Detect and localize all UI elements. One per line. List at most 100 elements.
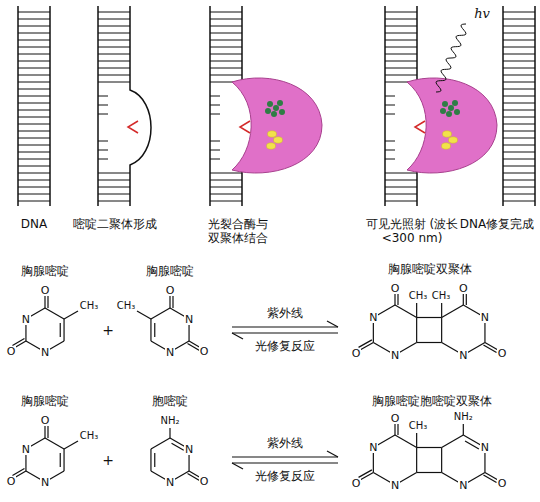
atom-label: O [40,415,51,426]
atom-label: CH₃ [116,301,137,311]
bond-line [359,340,372,348]
base-pair-rung [210,54,242,55]
atom-label: O [6,346,17,357]
ring-bond [150,319,151,341]
stage-caption: 光裂合酶与 双聚体结合 [188,218,288,246]
base-pair-rung [503,19,535,20]
pyrimidine-ring [373,305,416,355]
ring-bond [417,447,442,448]
ring-bond [45,308,64,319]
base-pair-rung [18,54,50,55]
atom-label: O [40,285,51,296]
base-stub [385,141,395,142]
atom-label: O [199,346,210,357]
atom-label: O [497,348,508,359]
base-pair-rung [503,117,535,118]
cofactor-green [277,100,283,106]
cyclobutane-ring [417,318,442,343]
base-pair-rung [98,54,130,55]
base-pair-rung [385,201,417,202]
base-pair-rung [98,173,130,174]
base-pair-rung [18,26,50,27]
stage-caption: 嘧啶二聚体形成 [73,218,157,232]
ring-bond [441,448,442,473]
base-pair-rung [503,201,535,202]
pyrimidine-ring [26,308,64,352]
pyrimidine-ring [442,305,485,355]
substituent-bond [441,303,442,318]
bond-line [483,475,496,483]
base-pair-rung [503,124,535,125]
dna-ladder [385,6,497,206]
ring-bond [442,435,464,448]
base-pair-rung [503,82,535,83]
dna-ladder [98,6,151,206]
atom-label: N [458,350,468,361]
atom-label: N [40,477,50,488]
base-stub [385,105,395,106]
light-wave [436,24,466,92]
bond-line [394,294,395,305]
base-pair-rung [18,159,50,160]
compound-name: 胞嘧啶 [152,395,188,409]
atom-label: NH₂ [159,416,180,426]
ring-bond [395,435,417,448]
atom-label: N [480,442,490,453]
base-pair-rung [503,75,535,76]
base-pair-rung [503,145,535,146]
dna-ladder [210,6,322,206]
compound-name: 胸腺嘧啶 [146,265,194,279]
base-pair-rung [385,33,417,34]
base-stub [98,96,108,97]
photolyase-enzyme [407,78,497,173]
base-pair-rung [385,61,417,62]
pyrimidine-dimer [128,121,138,133]
base-pair-rung [210,75,242,76]
base-pair-rung [18,33,50,34]
cofactor-green [440,108,446,114]
substituent-bond [463,294,466,305]
arrow-barb [232,333,243,339]
dna-strand [384,6,386,206]
atom-label: O [165,285,176,296]
base-pair-rung [98,26,130,27]
base-pair-rung [385,47,417,48]
pyrimidine-dimer [415,121,425,133]
atom-label: CH₃ [79,301,100,311]
base-pair-rung [210,26,242,27]
base-pair-rung [98,75,130,76]
base-pair-rung [18,40,50,41]
atom-label: O [6,476,17,487]
substituent-bond [170,296,173,308]
base-pair-rung [385,54,417,55]
ring-bond [150,449,151,471]
atom-label: N [165,477,175,488]
reaction-condition: 光修复反应 [255,340,315,354]
base-pair-rung [18,47,50,48]
base-pair-rung [18,19,50,20]
pyrimidine-dimer [240,121,250,133]
bond-line [416,303,417,318]
atom-label: N [165,347,175,358]
ring-bond [45,438,64,449]
ring-bond [417,342,442,343]
base-pair-rung [503,173,535,174]
base-stub [385,96,395,97]
base-pair-rung [385,180,417,181]
reaction-condition: 紫外线 [267,437,303,451]
light-symbol: hv [474,7,490,22]
dna-strand [130,6,151,206]
equilibrium-arrow [232,451,338,469]
base-pair-rung [18,103,50,104]
atom-label: O [351,478,362,489]
bond-line [463,424,464,435]
cofactor-yellow [442,143,451,149]
compound-name: 胸腺嘧啶双聚体 [388,263,472,277]
base-pair-rung [503,194,535,195]
ring-double-bond [465,441,479,449]
base-pair-rung [385,26,417,27]
atom-label: NH₂ [453,412,474,422]
substituent-bond [416,303,417,318]
cofactor-yellow [449,137,458,143]
base-pair-rung [18,194,50,195]
